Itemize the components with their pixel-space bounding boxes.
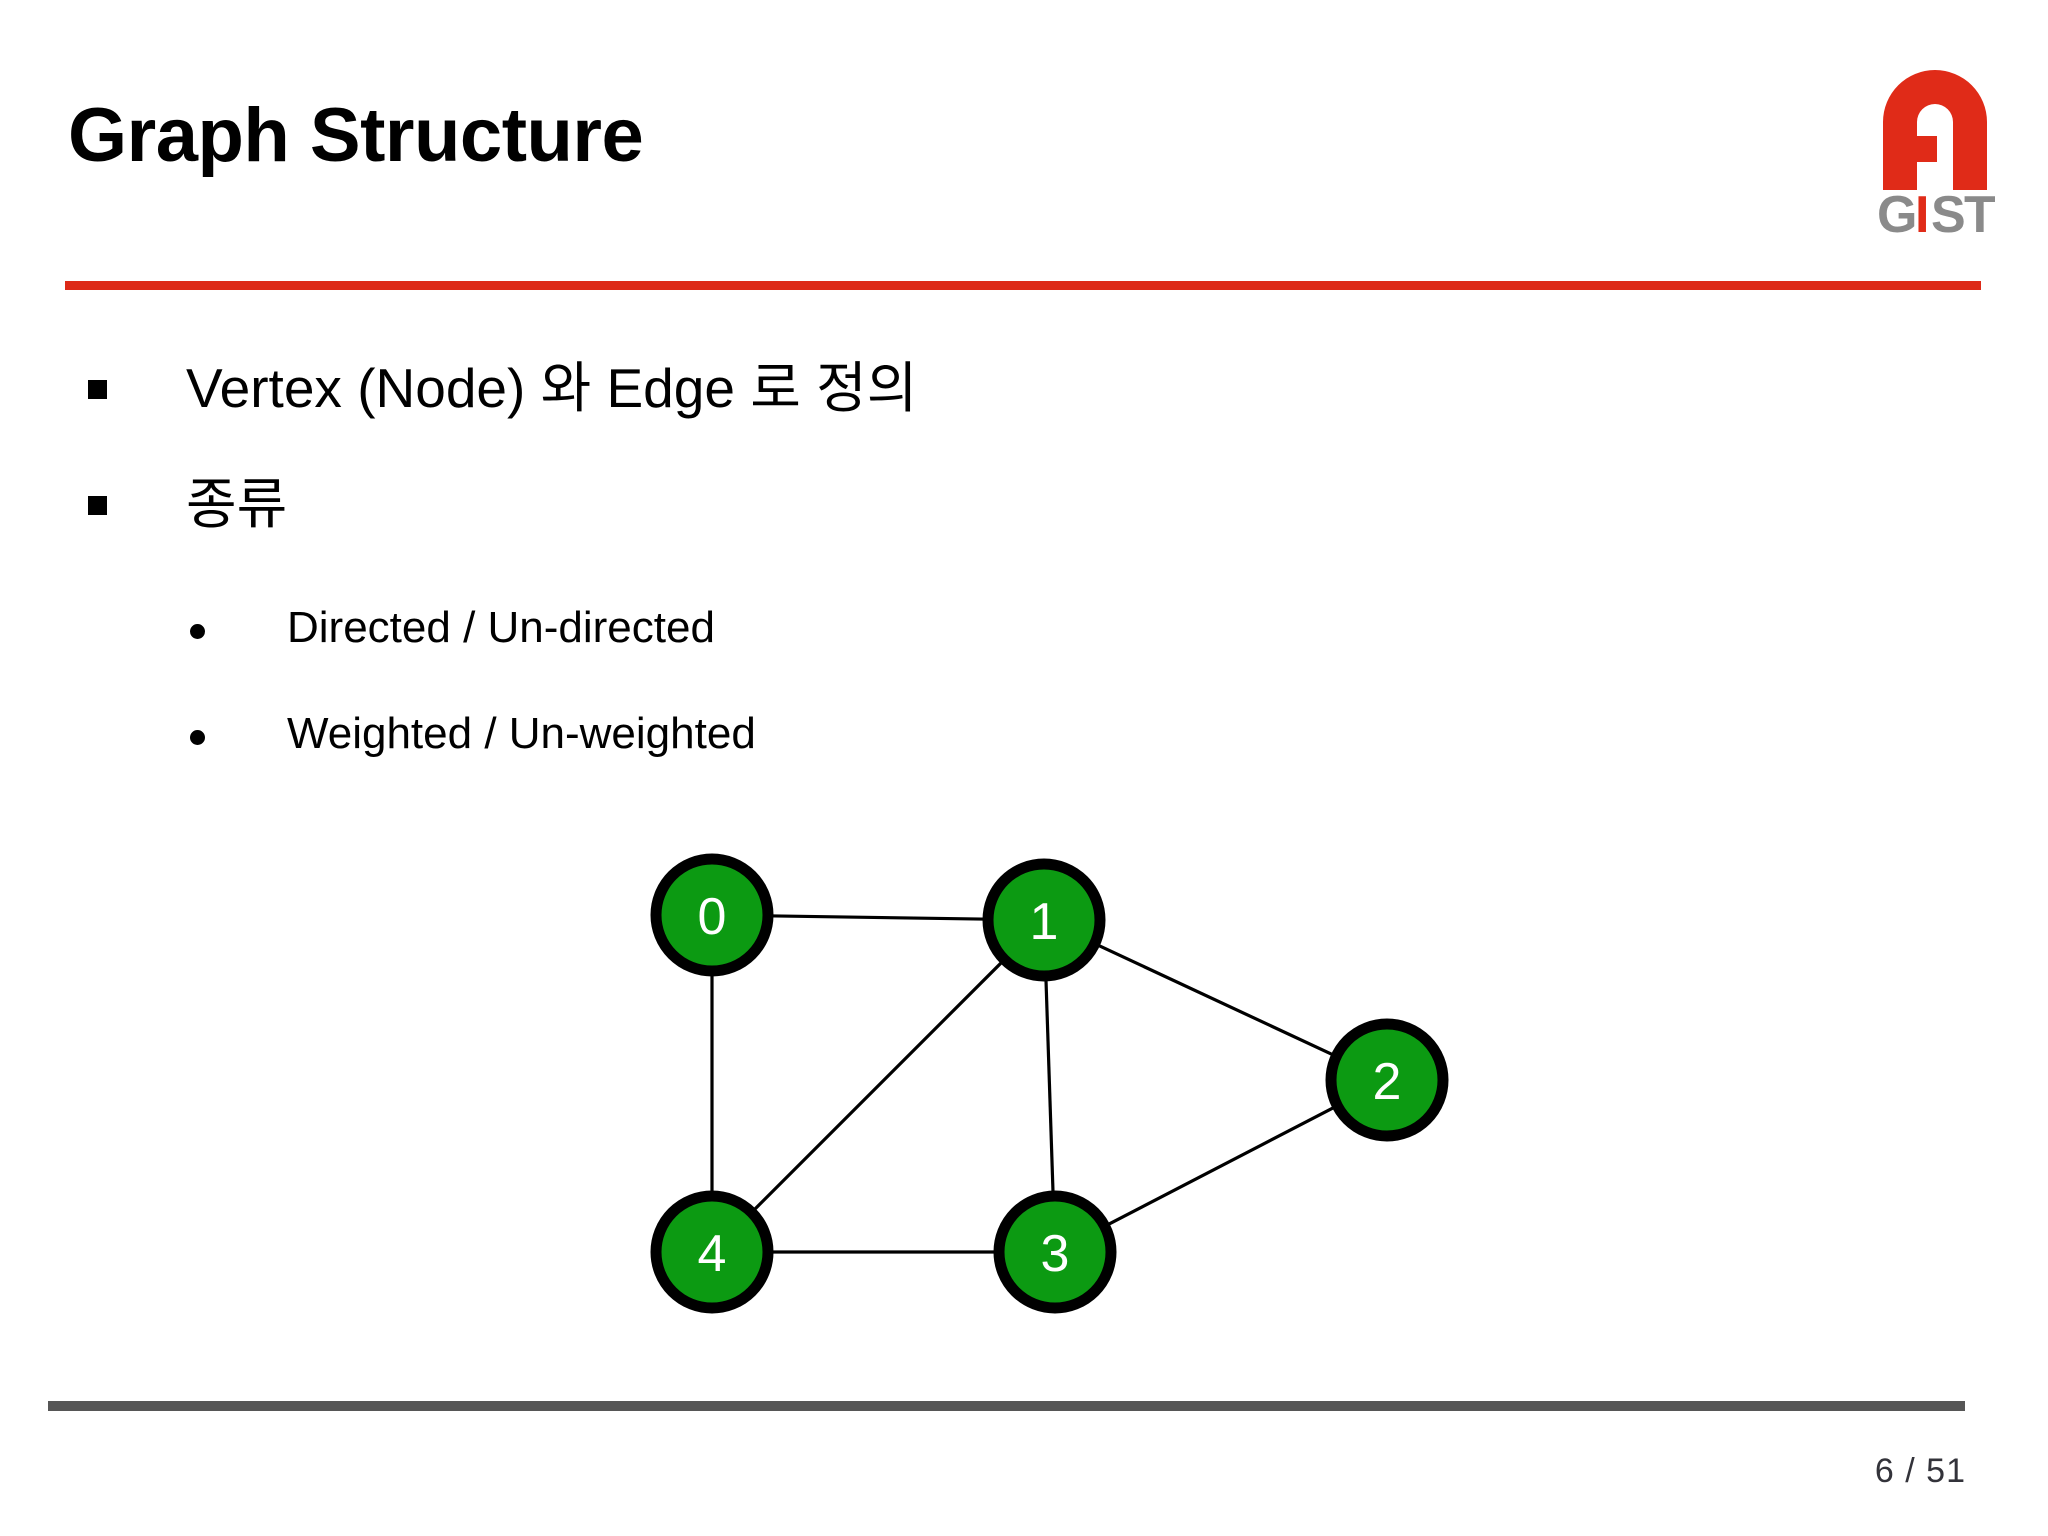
graph-edge-0-1 xyxy=(765,914,991,921)
square-bullet-icon xyxy=(88,380,107,399)
graph-node-layer: 0 1 2 3 4 xyxy=(650,853,1449,1314)
graph-edge-2-3 xyxy=(1102,1103,1340,1229)
graph-node-3[interactable]: 3 xyxy=(993,1190,1117,1314)
footer-divider-gray xyxy=(48,1401,1965,1411)
square-bullet-icon xyxy=(88,496,107,515)
svg-text:G: G xyxy=(1877,186,1917,240)
graph-node-circle xyxy=(650,1190,774,1314)
graph-diagram: 0 1 2 3 4 xyxy=(620,820,1520,1340)
graph-node-circle xyxy=(993,1190,1117,1314)
graph-edge-1-4 xyxy=(749,957,1007,1215)
svg-text:S: S xyxy=(1931,186,1966,240)
graph-node-circle xyxy=(1325,1018,1449,1142)
graph-node-label: 3 xyxy=(1041,1225,1070,1283)
graph-node-label: 1 xyxy=(1030,893,1059,951)
sub-bullet-label: Directed / Un-directed xyxy=(287,603,715,652)
sub-bullet-item-weighted: Weighted / Un-weighted xyxy=(190,709,1890,758)
graph-node-label: 4 xyxy=(698,1225,727,1283)
sub-bullet-item-directed: Directed / Un-directed xyxy=(190,603,1890,652)
page-title: Graph Structure xyxy=(68,93,644,178)
graph-edge-1-3 xyxy=(1044,973,1055,1199)
page-number: 6 / 51 xyxy=(1874,1452,1966,1490)
graph-node-4[interactable]: 4 xyxy=(650,1190,774,1314)
bullet-label: 종류 xyxy=(186,473,288,535)
logo-wordmark: G I S T xyxy=(1877,186,1995,240)
round-bullet-icon xyxy=(190,730,205,745)
logo-arch-icon xyxy=(1883,70,1987,190)
bullet-item-vertex-edge: Vertex (Node) 와 Edge 로 정의 xyxy=(88,357,1888,420)
graph-node-circle xyxy=(650,853,774,977)
bullet-label: Vertex (Node) 와 Edge 로 정의 xyxy=(186,357,918,419)
graph-node-circle xyxy=(982,858,1106,982)
graph-node-label: 2 xyxy=(1373,1053,1402,1111)
title-divider-red xyxy=(65,281,1981,290)
graph-node-2[interactable]: 2 xyxy=(1325,1018,1449,1142)
graph-node-0[interactable]: 0 xyxy=(650,853,774,977)
svg-text:I: I xyxy=(1915,186,1929,240)
sub-bullet-label: Weighted / Un-weighted xyxy=(287,709,756,758)
graph-node-1[interactable]: 1 xyxy=(982,858,1106,982)
gist-logo: G I S T xyxy=(1875,62,1995,240)
bullet-item-types: 종류 xyxy=(88,473,1888,536)
graph-edge-1-2 xyxy=(1092,941,1339,1059)
graph-edge-layer xyxy=(710,914,1340,1254)
graph-node-label: 0 xyxy=(698,888,727,946)
svg-text:T: T xyxy=(1964,186,1995,240)
round-bullet-icon xyxy=(190,624,205,639)
